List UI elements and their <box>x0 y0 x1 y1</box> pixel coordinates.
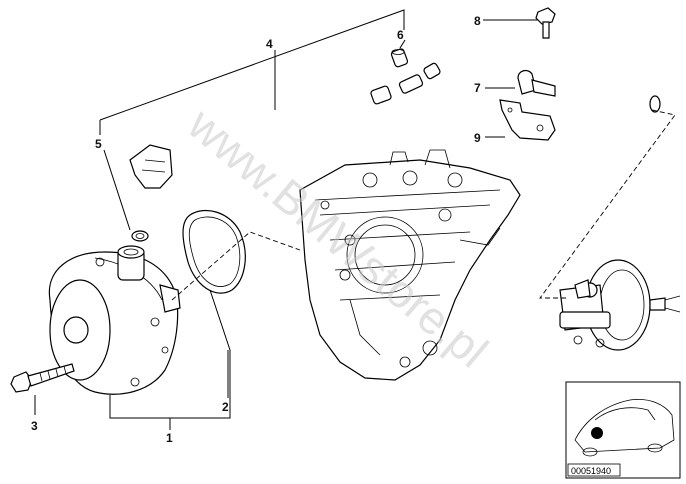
location-dot <box>591 427 603 439</box>
engine-block <box>299 149 521 381</box>
callout-9: 9 <box>474 131 481 145</box>
small-o-ring <box>131 230 149 242</box>
brake-booster <box>559 259 681 351</box>
vacuum-hose <box>129 36 661 189</box>
vacuum-pump <box>48 245 181 395</box>
callout-3: 3 <box>31 419 38 433</box>
screw <box>535 7 556 39</box>
gasket-ring <box>182 209 246 294</box>
callout-2: 2 <box>222 400 229 414</box>
car-thumbnail: 00051940 <box>565 381 681 479</box>
reference-code: 00051940 <box>571 466 611 476</box>
bolt <box>10 363 75 393</box>
callout-4: 4 <box>266 37 273 51</box>
leader-lines <box>34 9 676 430</box>
callout-7: 7 <box>474 81 481 95</box>
hose-cap <box>390 48 409 68</box>
callout-8: 8 <box>474 14 481 28</box>
callout-1: 1 <box>166 431 173 445</box>
bracket <box>499 99 556 141</box>
hose-clip <box>517 69 556 97</box>
callout-6: 6 <box>397 28 404 42</box>
callout-5: 5 <box>95 137 102 151</box>
